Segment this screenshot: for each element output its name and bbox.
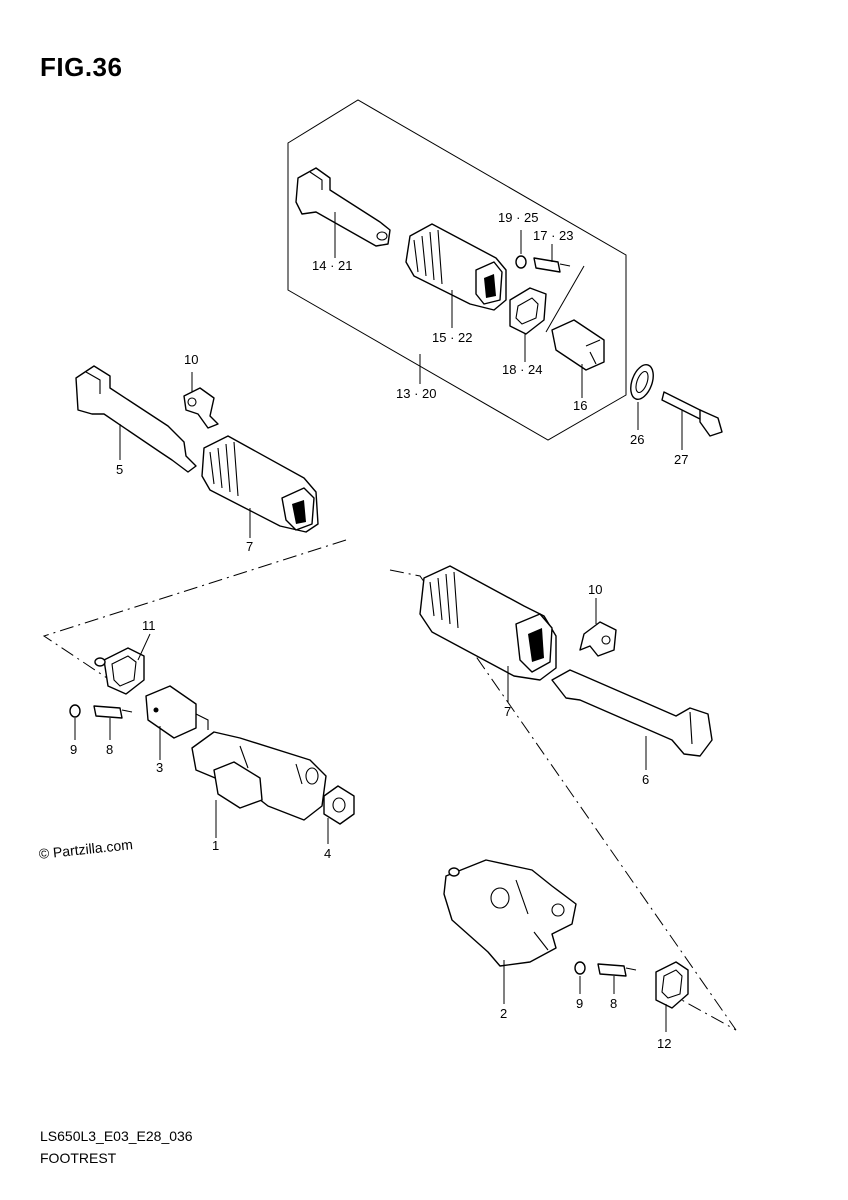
part-10-clip-left[interactable]	[183, 387, 219, 429]
callout-27: 27	[674, 452, 688, 467]
callout-11: 11	[142, 618, 156, 633]
part-6-footrest-bar-right[interactable]	[551, 669, 713, 757]
part-12-plate[interactable]	[655, 961, 689, 1009]
part-14-21-footrest-bar[interactable]	[295, 167, 391, 247]
part-8-spring-left[interactable]	[93, 705, 133, 719]
callout-19-25: 19 · 25	[498, 210, 538, 225]
callout-17-23: 17 · 23	[533, 228, 573, 243]
part-7-rubber-pad-right[interactable]	[419, 565, 557, 681]
part-18-24-plate[interactable]	[509, 287, 547, 335]
callout-9-right: 9	[576, 996, 583, 1011]
figure-title: FIG.36	[40, 52, 123, 82]
callout-6: 6	[642, 772, 649, 787]
part-1-footrest-holder[interactable]	[191, 731, 327, 821]
callout-10-right: 10	[588, 582, 602, 597]
callout-5: 5	[116, 462, 123, 477]
part-8-spring-right[interactable]	[597, 963, 637, 977]
part-27-bolt[interactable]	[661, 391, 723, 437]
callout-1: 1	[212, 838, 219, 853]
callout-15-22: 15 · 22	[432, 330, 472, 345]
part-3-bracket-block[interactable]	[145, 685, 209, 739]
callout-8-right: 8	[610, 996, 617, 1011]
part-16-bracket[interactable]	[551, 319, 605, 371]
callout-7-left: 7	[246, 539, 253, 554]
part-10-clip-right[interactable]	[579, 621, 617, 657]
callout-4: 4	[324, 846, 331, 861]
part-4-nut[interactable]	[323, 785, 355, 825]
part-9-pin-left[interactable]	[69, 704, 81, 718]
assembly-frame	[287, 99, 627, 441]
part-5-footrest-bar-left[interactable]	[75, 365, 197, 473]
callout-13-20: 13 · 20	[396, 386, 436, 401]
callout-12: 12	[657, 1036, 671, 1051]
callout-14-21: 14 · 21	[312, 258, 352, 273]
callout-26: 26	[630, 432, 644, 447]
callout-16: 16	[573, 398, 587, 413]
callout-7-right: 7	[504, 704, 511, 719]
diagram-name: FOOTREST	[40, 1150, 117, 1166]
part-9-pin-right[interactable]	[574, 961, 586, 975]
callout-8-left: 8	[106, 742, 113, 757]
part-2-footrest-holder-right[interactable]	[443, 859, 577, 967]
diagram-code: LS650L3_E03_E28_036	[40, 1128, 193, 1144]
part-11-plate[interactable]	[94, 647, 145, 695]
callout-9-left: 9	[70, 742, 77, 757]
callout-10-left: 10	[184, 352, 198, 367]
part-26-washer[interactable]	[626, 362, 657, 403]
callout-3: 3	[156, 760, 163, 775]
part-15-22-rubber-pad[interactable]	[405, 223, 507, 311]
callout-2: 2	[500, 1006, 507, 1021]
callout-18-24: 18 · 24	[502, 362, 542, 377]
part-17-23-spring[interactable]	[533, 257, 571, 273]
part-19-25-pin[interactable]	[515, 255, 527, 269]
part-7-rubber-pad-left[interactable]	[201, 435, 319, 533]
